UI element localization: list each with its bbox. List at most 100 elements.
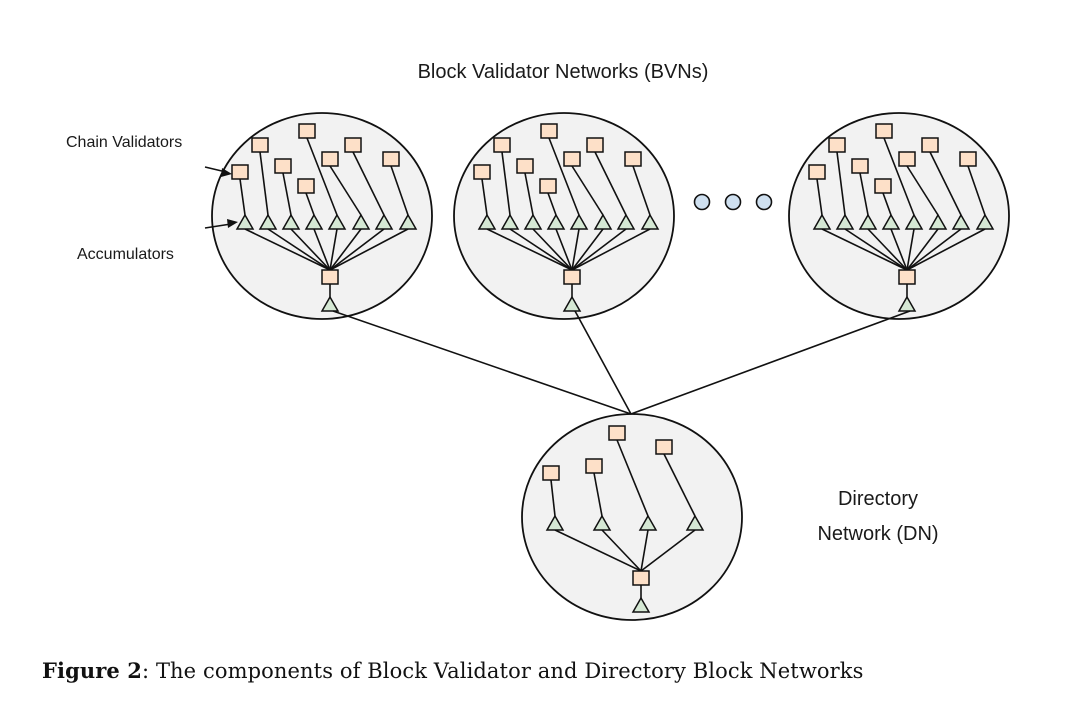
accumulator-hub-link xyxy=(906,228,986,271)
network-hub-validator xyxy=(898,269,916,285)
accumulators-arrow xyxy=(204,219,238,229)
chain-validator xyxy=(382,151,400,167)
accumulator-hub-link xyxy=(329,228,338,271)
chain-validator xyxy=(251,137,269,153)
network-root-accumulator xyxy=(897,295,917,312)
validator-accumulator-link xyxy=(616,439,649,517)
accumulator xyxy=(904,213,924,230)
chain-validator xyxy=(875,123,893,139)
accumulator xyxy=(881,213,901,230)
accumulator-hub-link xyxy=(267,228,331,271)
accumulator-hub-link xyxy=(532,228,573,271)
ellipsis-dot xyxy=(755,193,773,211)
validator-accumulator-link xyxy=(352,151,385,216)
accumulator xyxy=(477,213,497,230)
accumulator-hub-link xyxy=(890,228,908,271)
accumulator xyxy=(545,514,565,531)
accumulator xyxy=(685,514,705,531)
accumulator-hub-link xyxy=(640,529,649,572)
chain-validator xyxy=(539,178,557,194)
chain-validators-label: Chain Validators xyxy=(66,134,182,151)
accumulator-hub-link xyxy=(571,228,651,271)
accumulator xyxy=(304,213,324,230)
accumulator-hub-link xyxy=(601,529,642,572)
diagram-title: Block Validator Networks (BVNs) xyxy=(418,61,709,83)
network-boundary xyxy=(211,112,433,320)
chain-validator xyxy=(921,137,939,153)
bvn-dn-connections xyxy=(332,310,911,415)
validator-accumulator-link xyxy=(282,172,292,216)
accumulator xyxy=(812,213,832,230)
chain-validator xyxy=(898,151,916,167)
accumulator-hub-link xyxy=(906,228,962,271)
validator-accumulator-link xyxy=(329,165,362,216)
validator-accumulator-link xyxy=(550,479,556,517)
validator-accumulator-link xyxy=(305,192,315,216)
accumulator-hub-link xyxy=(486,228,573,271)
validator-accumulator-link xyxy=(836,151,846,216)
accumulator xyxy=(523,213,543,230)
accumulator xyxy=(638,514,658,531)
network-root-accumulator xyxy=(631,596,651,613)
dn-label-line1: Directory xyxy=(838,488,918,510)
accumulator xyxy=(546,213,566,230)
figure-caption: Figure 2: The components of Block Valida… xyxy=(42,658,864,683)
validator-accumulator-link xyxy=(547,192,557,216)
accumulator xyxy=(858,213,878,230)
network-hub-validator xyxy=(321,269,339,285)
chain-validator xyxy=(542,465,560,481)
accumulator xyxy=(351,213,371,230)
bvn-to-dn-link xyxy=(332,310,632,415)
chain-validator xyxy=(516,158,534,174)
accumulator-hub-link xyxy=(571,228,604,271)
validator-accumulator-link xyxy=(967,165,986,216)
chain-validator xyxy=(563,151,581,167)
chain-validator xyxy=(321,151,339,167)
accumulator-hub-link xyxy=(554,529,642,572)
accumulator-hub-link xyxy=(571,228,627,271)
ellipsis-dot xyxy=(724,193,742,211)
chain-validator xyxy=(586,137,604,153)
validator-accumulator-link xyxy=(481,178,488,216)
accumulator xyxy=(327,213,347,230)
chain-validator xyxy=(655,439,673,455)
dn-label-line2: Network (DN) xyxy=(817,523,938,545)
accumulator-hub-link xyxy=(555,228,573,271)
figure-number: Figure 2 xyxy=(42,658,142,683)
validator-accumulator-link xyxy=(663,453,696,517)
validator-accumulator-link xyxy=(906,165,939,216)
accumulator-hub-link xyxy=(329,228,362,271)
validator-accumulator-link xyxy=(239,178,246,216)
accumulator-hub-link xyxy=(844,228,908,271)
accumulator-hub-link xyxy=(290,228,331,271)
accumulator-hub-link xyxy=(571,228,580,271)
network-hub-validator xyxy=(632,570,650,586)
validator-accumulator-link xyxy=(632,165,651,216)
chain-validator xyxy=(493,137,511,153)
accumulator-hub-link xyxy=(867,228,908,271)
accumulator-hub-link xyxy=(313,228,331,271)
validator-accumulator-link xyxy=(259,151,269,216)
validator-accumulator-link xyxy=(594,151,627,216)
validator-accumulator-link xyxy=(306,137,338,216)
accumulator xyxy=(235,213,255,230)
more-bvns-ellipsis xyxy=(693,193,773,211)
block-validator-network xyxy=(453,112,675,320)
network-root-accumulator xyxy=(562,295,582,312)
accumulator-hub-link xyxy=(244,228,331,271)
validator-accumulator-link xyxy=(548,137,580,216)
accumulator xyxy=(500,213,520,230)
chain-validator xyxy=(540,123,558,139)
validator-accumulator-link xyxy=(390,165,409,216)
chain-validators-arrow xyxy=(204,166,232,177)
accumulator xyxy=(592,514,612,531)
chain-validator xyxy=(808,164,826,180)
validator-accumulator-link xyxy=(501,151,511,216)
chain-validator xyxy=(851,158,869,174)
chain-validator xyxy=(231,164,249,180)
chain-validator xyxy=(959,151,977,167)
network-boundary xyxy=(788,112,1010,320)
ellipsis-dot xyxy=(693,193,711,211)
validator-accumulator-link xyxy=(524,172,534,216)
